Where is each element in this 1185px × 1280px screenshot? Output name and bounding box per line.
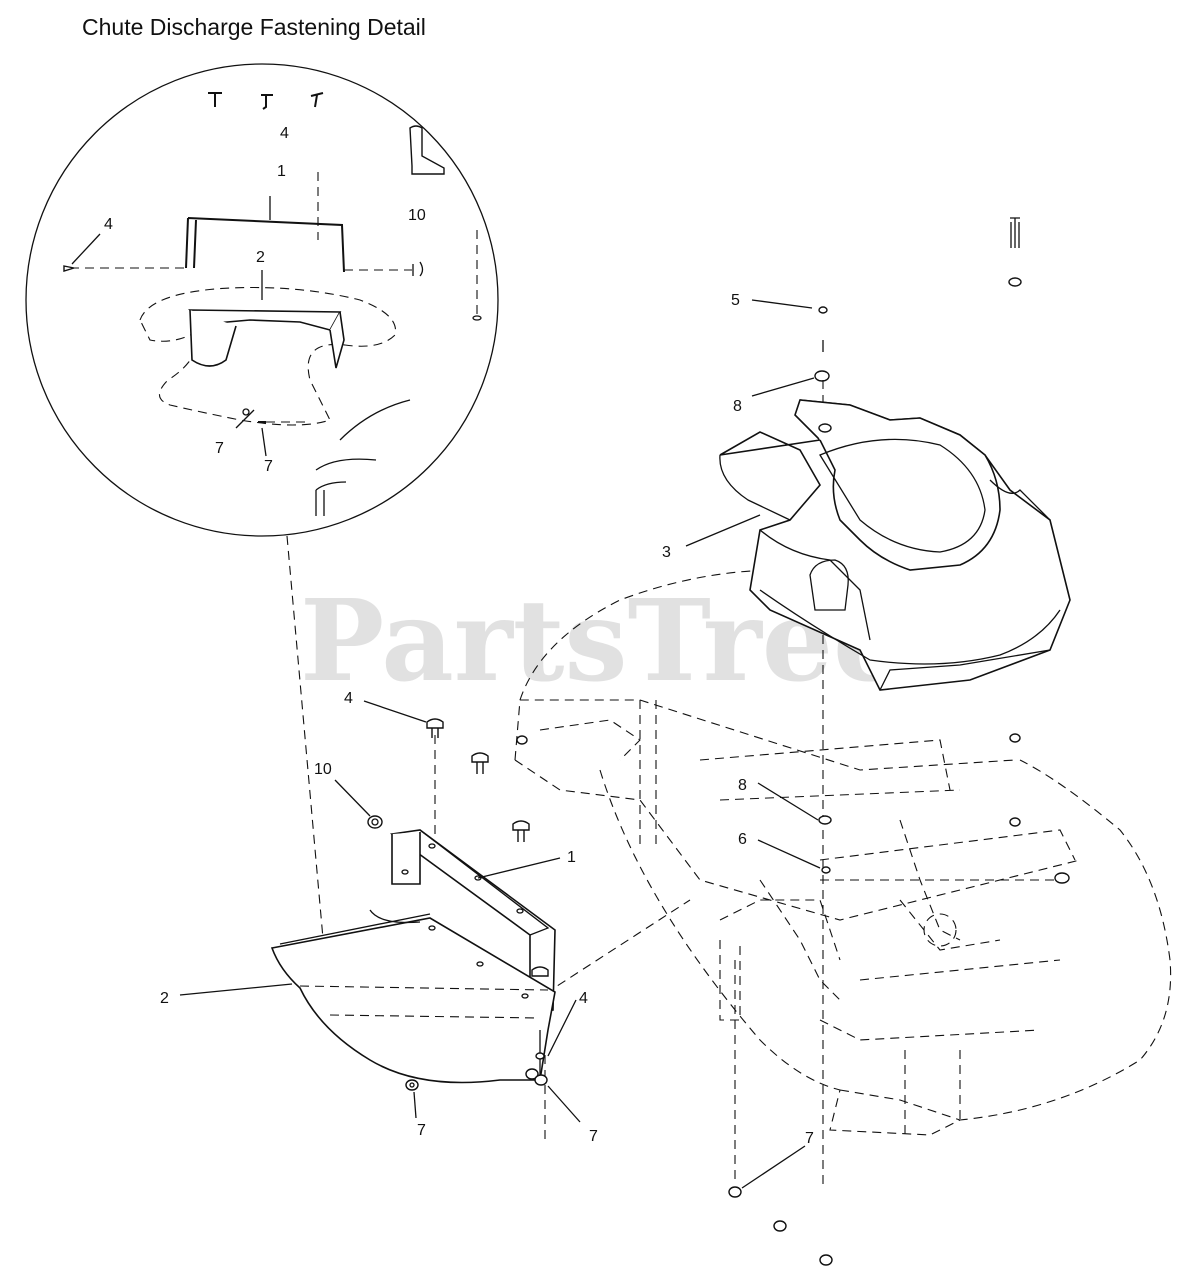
callout-detail-2: 2 bbox=[256, 249, 265, 266]
callout-main-10: 10 bbox=[314, 761, 332, 778]
detail-deflector-part bbox=[188, 270, 345, 369]
chute-deflector-part bbox=[270, 909, 556, 1084]
callout-detail-10: 10 bbox=[408, 207, 426, 224]
callout-main-2: 2 bbox=[160, 990, 169, 1007]
callout-main-3: 3 bbox=[662, 544, 671, 561]
callout-main-8-top: 8 bbox=[733, 398, 742, 415]
detail-clip-part bbox=[409, 125, 445, 175]
diagram-title: Chute Discharge Fastening Detail bbox=[82, 14, 426, 40]
main-nuts bbox=[405, 1052, 833, 1266]
bushing-part bbox=[367, 815, 383, 829]
callout-main-7-mid: 7 bbox=[589, 1128, 598, 1145]
detail-circle bbox=[25, 63, 499, 973]
callout-main-1: 1 bbox=[567, 849, 576, 866]
discharge-cover-part bbox=[719, 399, 1071, 691]
detail-bolts-top bbox=[208, 92, 324, 110]
detail-bracket-part bbox=[185, 172, 345, 273]
callout-main-4-lower: 4 bbox=[579, 990, 588, 1007]
callout-main-7-right: 7 bbox=[805, 1130, 814, 1147]
callout-detail-4-left: 4 bbox=[104, 216, 113, 233]
callout-detail-4-top: 4 bbox=[280, 125, 289, 142]
callout-main-7-left: 7 bbox=[417, 1122, 426, 1139]
callout-main-6: 6 bbox=[738, 831, 747, 848]
callout-detail-1: 1 bbox=[277, 163, 286, 180]
mower-deck-frame bbox=[514, 569, 1172, 1136]
callout-detail-7-right: 7 bbox=[264, 458, 273, 475]
callout-main-8-mid: 8 bbox=[738, 777, 747, 794]
callout-detail-7-left: 7 bbox=[215, 440, 224, 457]
callout-leaders bbox=[71, 233, 821, 1189]
main-top-hardware bbox=[814, 217, 1022, 382]
callout-main-4: 4 bbox=[344, 690, 353, 707]
callout-main-5: 5 bbox=[731, 292, 740, 309]
main-bolts bbox=[426, 718, 530, 842]
